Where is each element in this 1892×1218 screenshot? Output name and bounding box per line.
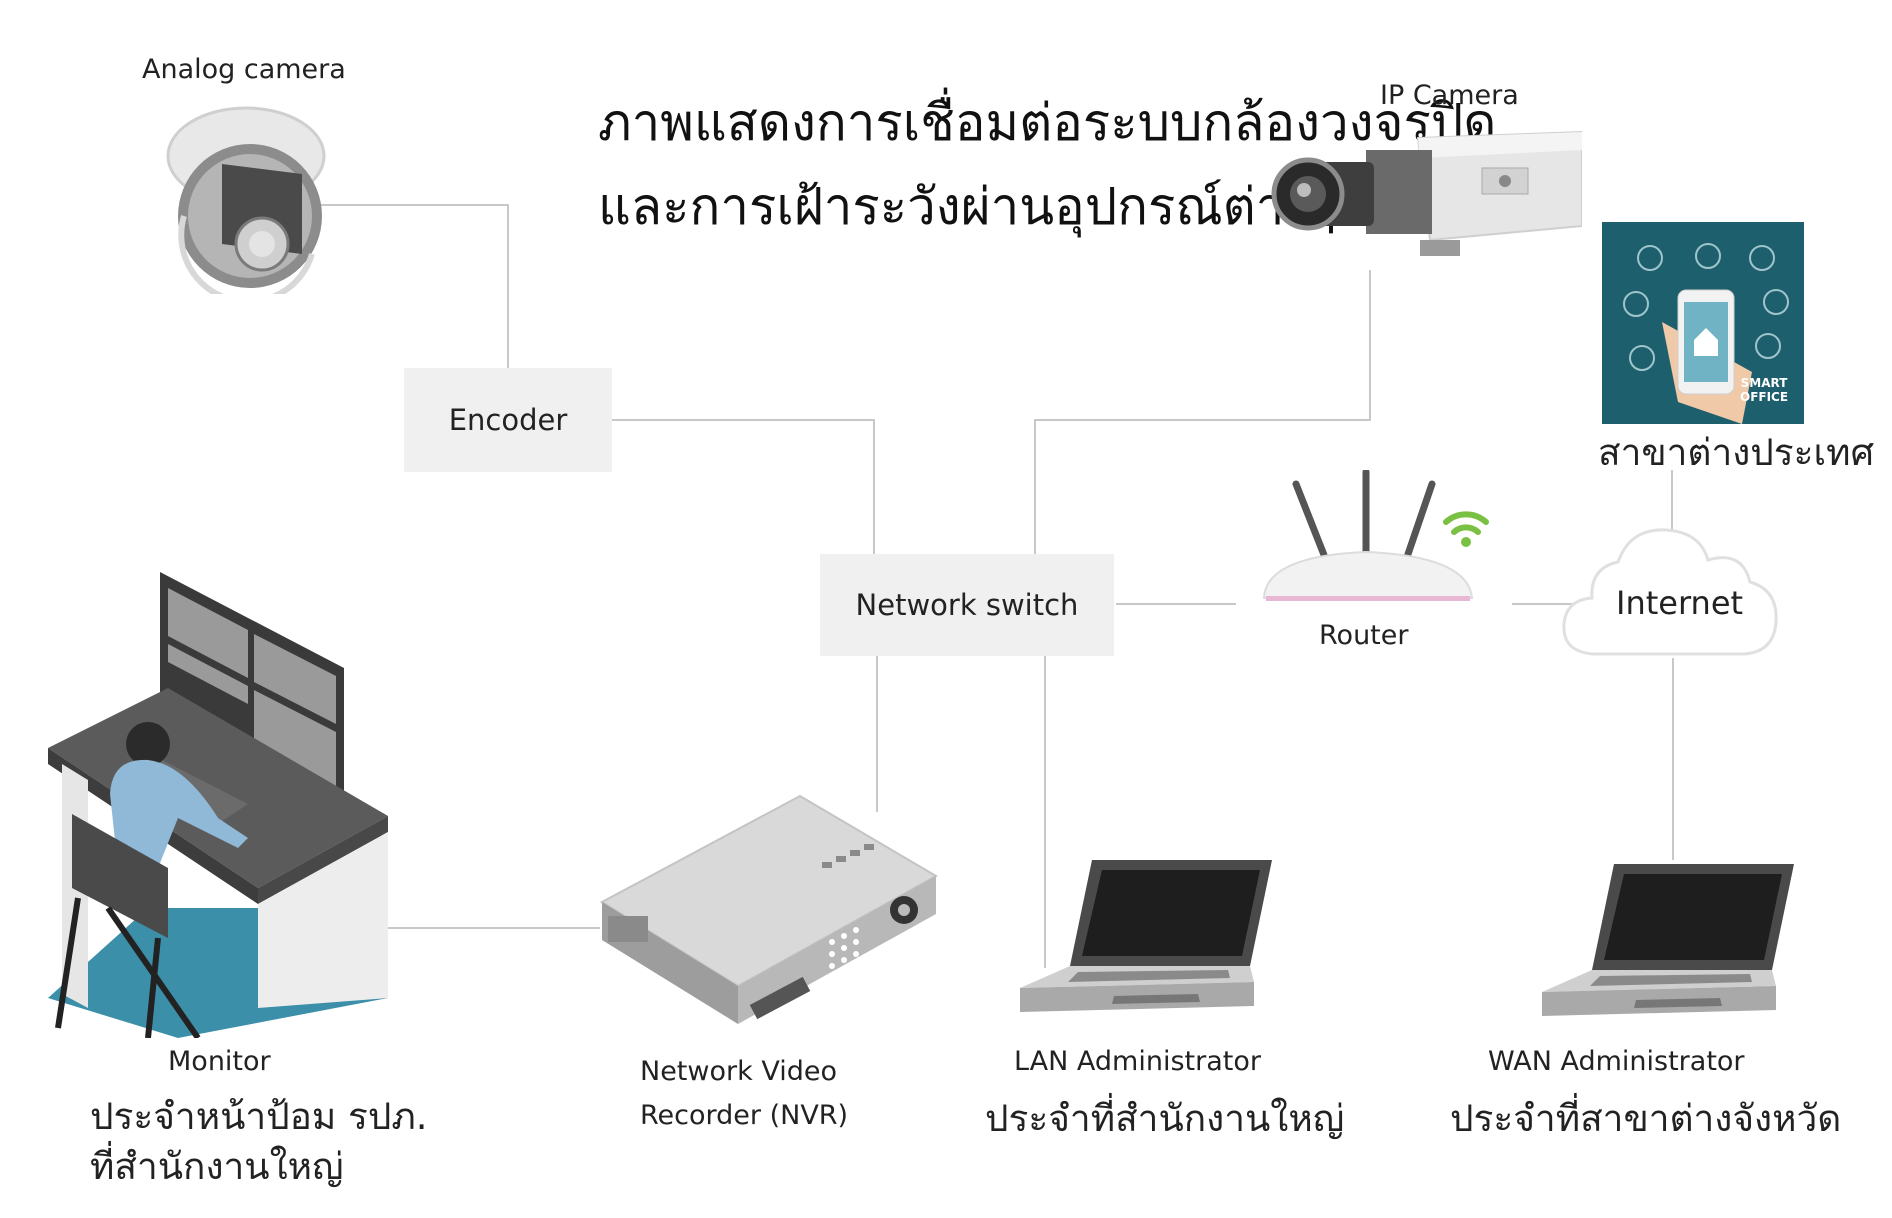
router-label: Router [1319, 620, 1409, 651]
wan-admin-line-1: ประจำที่สาขาต่างจังหวัด [1450, 1097, 1842, 1140]
wan-admin-title: WAN Administrator [1488, 1046, 1745, 1077]
title-line-1: ภาพแสดงการเชื่อมต่อระบบกล้องวงจรปิด [598, 94, 1497, 153]
analog-camera-label: Analog camera [142, 54, 346, 85]
encoder-box: Encoder [404, 368, 612, 472]
cloud-icon [1562, 528, 1778, 656]
smart-office-icon: SMART OFFICE [1602, 222, 1804, 424]
nvr-icon [600, 794, 939, 1024]
security-desk-icon [48, 572, 388, 1038]
line-camera-encoder [318, 204, 509, 368]
internet-label: Internet [1616, 584, 1744, 622]
ip-camera-icon [1271, 130, 1582, 256]
monitor-line-1: ประจำหน้าป้อม รปภ. [90, 1095, 428, 1138]
smart-office-line-1: SMART [1740, 376, 1788, 390]
monitor-title: Monitor [168, 1046, 271, 1077]
smartphone-icon [1623, 243, 1789, 424]
network-switch-label: Network switch [855, 588, 1079, 622]
ip-camera-label: IP Camera [1380, 80, 1519, 111]
lan-admin-title: LAN Administrator [1014, 1046, 1261, 1077]
title-line-2: และการเฝ้าระวังผ่านอุปกรณ์ต่างๆ [598, 178, 1337, 237]
lan-admin-line-1: ประจำที่สำนักงานใหญ่ [985, 1097, 1345, 1140]
router-icon [1262, 470, 1489, 601]
monitor-line-2: ที่สำนักงานใหญ่ [90, 1145, 344, 1188]
diagram-title: ภาพแสดงการเชื่อมต่อระบบกล้องวงจรปิด และก… [598, 82, 1496, 250]
branch-overseas-label: สาขาต่างประเทศ [1598, 431, 1875, 474]
nvr-label: Network Video Recorder (NVR) [640, 1050, 848, 1138]
encoder-label: Encoder [448, 403, 568, 437]
dome-camera-icon [166, 106, 326, 294]
line-encoder-switch [610, 419, 875, 554]
nvr-label-line-2: Recorder (NVR) [640, 1100, 849, 1131]
smart-office-text: SMART OFFICE [1740, 376, 1788, 404]
network-switch-box: Network switch [820, 554, 1114, 656]
line-ipcam-switch [1034, 270, 1371, 554]
smart-office-line-2: OFFICE [1740, 390, 1789, 404]
wifi-icon [1443, 511, 1489, 535]
nvr-label-line-1: Network Video [640, 1056, 837, 1087]
laptop-icon [1542, 864, 1794, 1016]
laptop-icon [1020, 860, 1272, 1012]
